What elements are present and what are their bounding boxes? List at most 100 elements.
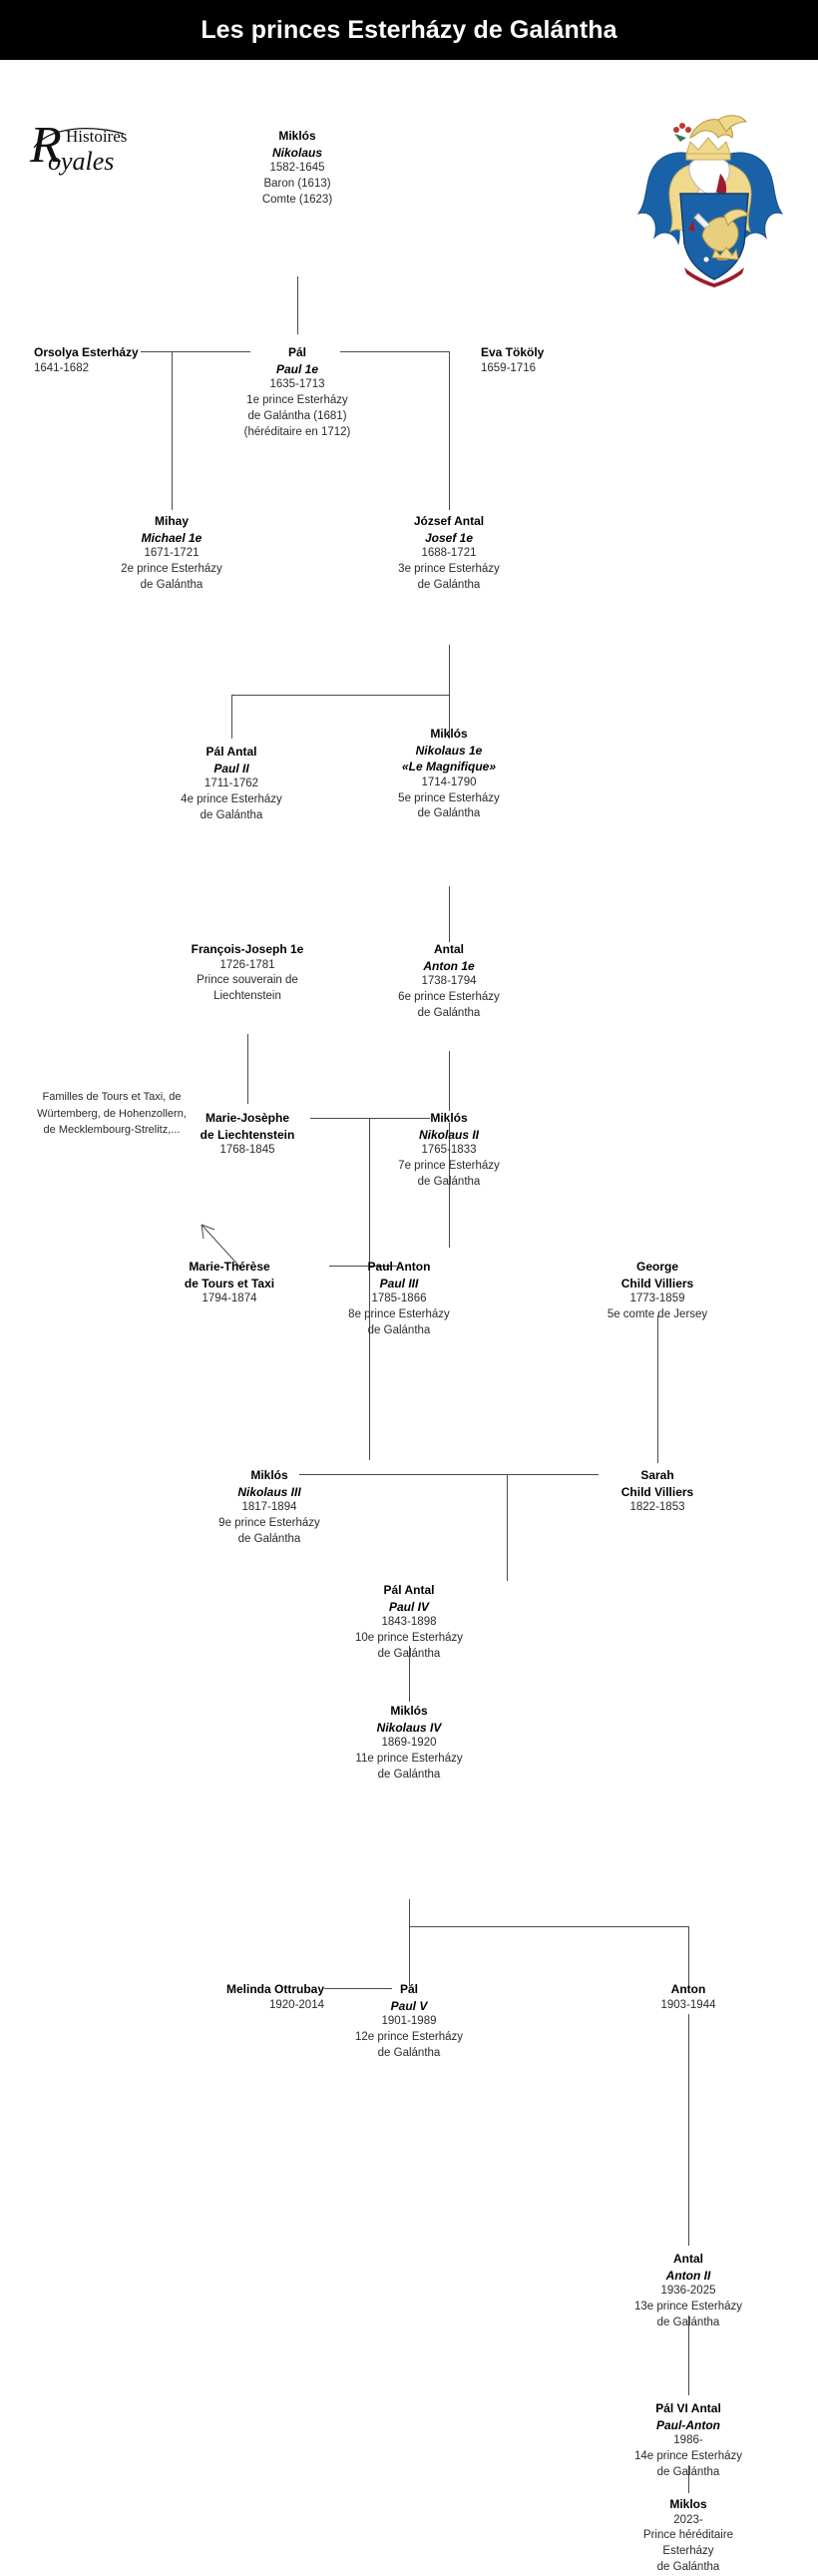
person-node-antal-2[interactable]: Antal Anton II 1936-2025 13e prince Este… xyxy=(589,2251,788,2331)
svg-text:oyales: oyales xyxy=(48,147,114,176)
person-node-marie-therese[interactable]: Marie-Thérèse de Tours et Taxi 1794-1874 xyxy=(130,1259,329,1307)
person-name-hu: Miklós xyxy=(430,1111,468,1125)
person-name-hu: Pál Antal xyxy=(205,745,257,759)
connector-to-palantal2 xyxy=(231,695,232,739)
person-name-hu: Miklós xyxy=(390,1704,428,1718)
person-name-de: Josef 1e xyxy=(424,530,474,545)
page-title: Les princes Esterházy de Galántha xyxy=(201,15,617,44)
person-title-1: 8e prince Esterházy xyxy=(348,1307,450,1320)
connector-to-pal5 xyxy=(409,1926,410,1986)
person-name-de: Nikolaus xyxy=(271,145,322,160)
person-node-sarah-child-villiers[interactable]: Sarah Child Villiers 1822-1853 xyxy=(558,1467,757,1516)
person-node-miklos-5[interactable]: Miklos 2023- Prince héréditaire Esterház… xyxy=(589,2496,788,2576)
person-name-hu: Mihay xyxy=(154,514,189,528)
person-title-2: de Galántha (1681) xyxy=(247,409,347,422)
person-node-miklos-1e[interactable]: Miklós Nikolaus 1e «Le Magnifique» 1714-… xyxy=(349,726,549,822)
connector-jozsef-stem xyxy=(449,645,450,703)
person-node-pal-5[interactable]: Pál Paul V 1901-1989 12e prince Esterház… xyxy=(309,1981,509,2062)
person-title-1: 2e prince Esterházy xyxy=(121,562,222,575)
person-title-1: Prince héréditaire xyxy=(642,2529,734,2542)
person-dates: 1688-1721 xyxy=(421,547,477,560)
connector-miklos1e-to-antal1e xyxy=(449,886,450,942)
connector-to-miklos1e xyxy=(449,695,450,739)
person-node-pal-antal-4[interactable]: Pál Antal Paul IV 1843-1898 10e prince E… xyxy=(309,1582,509,1663)
person-dates: 1817-1894 xyxy=(241,1501,297,1514)
person-title-2: de Galántha xyxy=(417,1006,481,1019)
person-name-hu: Miklós xyxy=(250,1468,288,1482)
person-node-melinda-ottrubay[interactable]: Melinda Ottrubay 1920-2014 xyxy=(130,1981,324,2013)
person-title-3: (héréditaire en 1712) xyxy=(243,425,351,438)
person-node-pal-antal-2[interactable]: Pál Antal Paul II 1711-1762 4e prince Es… xyxy=(132,744,331,824)
person-name-de: Paul II xyxy=(213,761,249,775)
person-name-de: Paul III xyxy=(379,1276,419,1290)
person-title-1: 1e prince Esterházy xyxy=(246,393,348,406)
arrow-to-familles xyxy=(120,1213,249,1273)
person-title-1: Prince souverain de xyxy=(197,974,298,987)
person-node-jozsef[interactable]: József Antal Josef 1e 1688-1721 3e princ… xyxy=(349,513,549,594)
person-node-marie-josephe[interactable]: Marie-Josèphe de Liechtenstein 1768-1845 xyxy=(148,1110,347,1159)
person-title-1: 5e prince Esterházy xyxy=(398,791,500,804)
connector-miklos3-sarah xyxy=(299,1474,599,1475)
person-title-1: 5e comte de Jersey xyxy=(607,1307,708,1320)
connector-mariejosephe-miklos2 xyxy=(310,1118,430,1119)
person-name-hu: Pál Antal xyxy=(383,1583,435,1597)
connector-anton-to-antal2 xyxy=(688,2014,689,2246)
person-node-pal-6[interactable]: Pál VI Antal Paul-Anton 1986- 14e prince… xyxy=(589,2400,788,2481)
person-title-2: de Galántha xyxy=(417,807,481,820)
familles-line-2: Würtemberg, de Hohenzollern, xyxy=(37,1107,187,1120)
connector-mariejosephe-miklos2-down xyxy=(369,1118,370,1265)
person-nickname: «Le Magnifique» xyxy=(401,760,496,774)
person-node-george-child-villiers[interactable]: George Child Villiers 1773-1859 5e comte… xyxy=(558,1259,757,1323)
person-dates: 1794-1874 xyxy=(202,1292,257,1305)
person-node-mihay[interactable]: Mihay Michael 1e 1671-1721 2e prince Est… xyxy=(72,513,271,594)
person-name-hu: Miklós xyxy=(278,129,316,143)
connector-marie-ther-paul-anton xyxy=(329,1266,397,1267)
familles-note: Familles de Tours et Taxi, de Würtemberg… xyxy=(8,1089,215,1139)
person-node-antal-1e[interactable]: Antal Anton 1e 1738-1794 6e prince Ester… xyxy=(349,941,549,1022)
person-name-hu-2: de Liechtenstein xyxy=(200,1127,295,1142)
person-node-miklos-3[interactable]: Miklós Nikolaus III 1817-1894 9e prince … xyxy=(170,1467,369,1548)
person-name-de: Paul V xyxy=(390,1998,428,2013)
person-node-orsolya[interactable]: Orsolya Esterházy 1641-1682 xyxy=(12,344,273,376)
person-dates: 1641-1682 xyxy=(34,361,89,374)
person-node-miklos1[interactable]: Miklós Nikolaus 1582-1645 Baron (1613) C… xyxy=(198,128,397,209)
person-node-miklos-4[interactable]: Miklós Nikolaus IV 1869-1920 11e prince … xyxy=(309,1703,509,1784)
person-name-de: Michael 1e xyxy=(141,530,203,545)
person-name-hu-2: Child Villiers xyxy=(620,1484,694,1499)
person-node-eva[interactable]: Eva Tököly 1659-1716 xyxy=(459,344,700,376)
person-name-de: Nikolaus II xyxy=(418,1127,480,1142)
person-node-paul-anton[interactable]: Paul Anton Paul III 1785-1866 8e prince … xyxy=(299,1259,499,1339)
person-title-2: de Galántha xyxy=(377,1647,441,1660)
svg-text:R: R xyxy=(29,118,62,174)
connector-orsolya-pal xyxy=(141,351,250,352)
connector-pal1-to-jozsef xyxy=(449,351,450,510)
person-node-miklos-2[interactable]: Miklós Nikolaus II 1765-1833 7e prince E… xyxy=(349,1110,549,1191)
person-node-francois-joseph[interactable]: François-Joseph 1e 1726-1781 Prince souv… xyxy=(148,941,347,1005)
person-name-de: Nikolaus IV xyxy=(376,1720,442,1735)
connector-miklos1-to-pal1 xyxy=(297,276,298,334)
person-title-3: de Galántha xyxy=(656,2561,720,2574)
person-name-hu: Marie-Josèphe xyxy=(204,1111,290,1125)
person-title-1: 6e prince Esterházy xyxy=(398,990,500,1003)
person-dates: 1920-2014 xyxy=(269,1998,324,2011)
person-name-hu: Melinda Ottrubay xyxy=(225,1982,324,1996)
person-name-de: Paul IV xyxy=(388,1599,429,1614)
connector-palantal4-to-miklos4 xyxy=(409,1646,410,1702)
person-name-hu: François-Joseph 1e xyxy=(191,942,304,956)
person-dates: 1785-1866 xyxy=(371,1292,427,1305)
person-name-hu: Sarah xyxy=(640,1468,674,1482)
person-title-1: 13e prince Esterházy xyxy=(633,2300,743,2313)
person-dates: 1768-1845 xyxy=(219,1144,275,1157)
person-title-2: de Galántha xyxy=(140,578,204,591)
person-node-anton[interactable]: Anton 1903-1944 xyxy=(589,1981,788,2013)
person-dates: 2023- xyxy=(673,2513,703,2526)
connector-francois-to-mariejosephe xyxy=(247,1034,248,1104)
connector-george-to-sarah xyxy=(657,1315,658,1463)
connector-pal1-to-mihay xyxy=(172,351,173,510)
person-node-pal1[interactable]: Pál Paul 1e 1635-1713 1e prince Esterház… xyxy=(198,344,397,441)
person-title-2: de Galántha xyxy=(367,1323,431,1336)
person-dates: 1822-1853 xyxy=(629,1501,685,1514)
page-header: Les princes Esterházy de Galántha xyxy=(0,0,818,60)
person-dates: 1738-1794 xyxy=(421,975,477,988)
